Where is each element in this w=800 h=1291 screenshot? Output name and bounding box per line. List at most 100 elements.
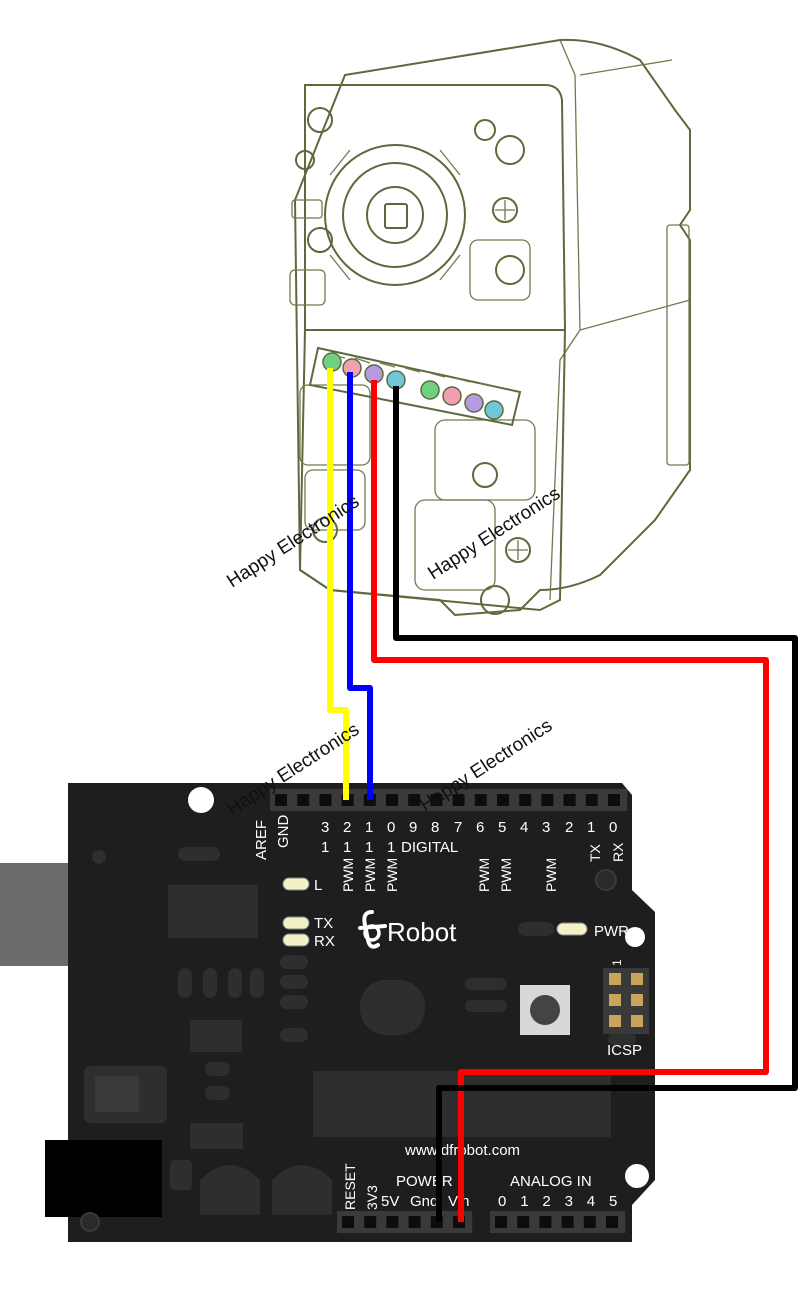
3v3-label: 3V3	[364, 1185, 380, 1210]
arduino-board	[0, 783, 655, 1242]
analog-pin-4	[583, 1216, 596, 1228]
pwm-label: PWM	[498, 858, 514, 892]
digital-pin-tens-label: 1	[321, 839, 329, 856]
pwr-label: PWR	[594, 923, 629, 940]
digital-pin-label: 7	[454, 819, 462, 836]
rx-label: RX	[610, 842, 626, 862]
digital-pin-10	[497, 794, 509, 806]
wire-red	[371, 380, 769, 1222]
icsp-pin1-label: 1	[610, 959, 624, 966]
digital-pin-label: 2	[343, 819, 351, 836]
analog-pin-2	[539, 1216, 552, 1228]
icsp-pin	[609, 994, 621, 1006]
led-l	[282, 877, 310, 891]
5v-label: 5V	[381, 1193, 399, 1210]
icsp-pin	[609, 1015, 621, 1027]
digital-pin-8	[452, 794, 465, 806]
digital-pin-label: 4	[520, 819, 528, 836]
servo-pin-6	[442, 386, 462, 406]
icsp-pin	[631, 973, 643, 985]
servo-motor	[289, 38, 691, 617]
analog-pin-0	[495, 1216, 507, 1228]
watermark-1: Happy Electronics	[223, 491, 363, 592]
power-pin-0	[342, 1216, 354, 1228]
wires	[327, 368, 798, 1222]
pwm-label: PWM	[543, 858, 559, 892]
digital-pin-11	[519, 794, 532, 806]
digital-pin-0	[275, 794, 287, 806]
digital-pin-1	[297, 794, 310, 806]
analog-pin-label: 5	[609, 1193, 617, 1210]
tx-label: TX	[587, 843, 603, 862]
digital-pin-tens-label: 1	[387, 839, 395, 856]
led-rx-label: RX	[314, 933, 335, 950]
digital-pin-2	[319, 794, 332, 806]
analog-pin-label: 4	[587, 1193, 595, 1210]
digital-pin-label: 3	[542, 819, 550, 836]
wire-blue	[347, 372, 373, 800]
digital-pin-6	[408, 794, 421, 806]
digital-pin-9	[474, 794, 487, 806]
digital-pin-12	[541, 794, 554, 806]
brand-label: Robot	[387, 917, 457, 947]
gnd-power-label: Gnd	[410, 1193, 438, 1210]
digital-pin-label: 2	[565, 819, 573, 836]
pwm-label: PWM	[340, 858, 356, 892]
power-pin-2	[386, 1216, 399, 1228]
digital-pin-label: 1	[587, 819, 595, 836]
wire-black	[393, 386, 798, 1222]
led-tx	[282, 916, 310, 930]
digital-pin-label: 0	[387, 819, 395, 836]
analog-pin-5	[606, 1216, 618, 1228]
digital-pin-7	[430, 794, 443, 806]
reset-label: RESET	[342, 1163, 358, 1210]
led-rx	[282, 933, 310, 947]
analog-pin-label: 2	[542, 1193, 550, 1210]
icsp-pin	[631, 994, 643, 1006]
analog-title: ANALOG IN	[510, 1173, 592, 1190]
digital-pin-label: 0	[609, 819, 617, 836]
power-jack	[45, 1140, 162, 1217]
watermark-2: Happy Electronics	[424, 483, 564, 584]
power-title: POWER	[396, 1173, 453, 1190]
servo-pin-5	[420, 380, 440, 400]
digital-pin-13	[563, 794, 576, 806]
led-pwr	[556, 922, 588, 936]
digital-label: DIGITAL	[401, 839, 458, 856]
analog-pin-label: 0	[498, 1193, 506, 1210]
gnd-label: GND	[275, 815, 292, 849]
digital-pin-label: 8	[431, 819, 439, 836]
dfrobot-logo: Robot	[358, 910, 457, 949]
analog-pin-1	[517, 1216, 530, 1228]
pwm-label: PWM	[384, 858, 400, 892]
analog-header	[490, 1211, 626, 1233]
digital-pin-5	[386, 794, 398, 806]
icsp-pin	[631, 1015, 643, 1027]
digital-pin-label: 5	[498, 819, 506, 836]
analog-pin-label: 1	[520, 1193, 528, 1210]
pwm-label: PWM	[476, 858, 492, 892]
digital-pin-15	[608, 794, 620, 806]
digital-pin-label: 6	[476, 819, 484, 836]
digital-pin-label: 1	[365, 819, 373, 836]
power-header	[337, 1211, 473, 1233]
digital-pin-label: 9	[409, 819, 417, 836]
pwm-label: PWM	[362, 858, 378, 892]
analog-pin-3	[561, 1216, 574, 1228]
power-pin-1	[364, 1216, 377, 1228]
led-l-label: L	[314, 877, 322, 894]
digital-pin-14	[585, 794, 598, 806]
aref-label: AREF	[253, 820, 270, 860]
icsp-label: ICSP	[607, 1042, 642, 1059]
digital-pin-label: 3	[321, 819, 329, 836]
digital-header	[270, 789, 628, 811]
led-tx-label: TX	[314, 915, 333, 932]
digital-pin-tens-label: 1	[343, 839, 351, 856]
servo-pin-7	[464, 393, 484, 413]
board-leds	[282, 877, 588, 947]
power-pin-3	[408, 1216, 421, 1228]
icsp-header	[603, 968, 649, 1034]
analog-pin-label: 3	[565, 1193, 573, 1210]
digital-pin-tens-label: 1	[365, 839, 373, 856]
